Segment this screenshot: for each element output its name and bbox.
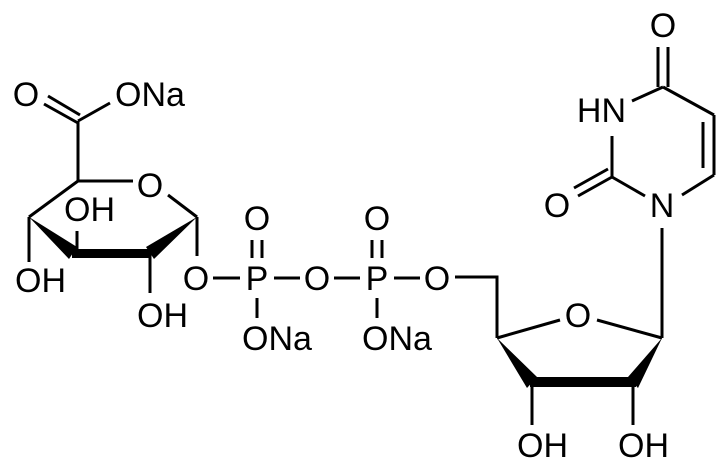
wedge-c4prime-c3prime <box>497 338 537 388</box>
atom-ester-o: O <box>424 260 450 298</box>
atom-pyranose-ring-o: O <box>137 167 163 205</box>
atom-oh-3prime: OH <box>517 427 568 465</box>
bond-n1-c2 <box>611 175 646 198</box>
atom-p1-oxo: O <box>244 200 270 238</box>
atom-ribose-ring-o: O <box>565 297 591 335</box>
atom-uracil-n1: N <box>650 187 675 225</box>
bond-c4prime-ring-o <box>496 318 561 340</box>
atom-glycosidic-o: O <box>183 260 209 298</box>
bold-c3-c2 <box>72 249 151 258</box>
bond-ring-o-c1prime <box>596 318 663 340</box>
bold-c3prime-c2prime <box>530 377 636 387</box>
atom-p1: P <box>246 260 269 298</box>
atom-oh-2prime: OH <box>618 427 669 465</box>
bond-c6-n1 <box>681 173 715 197</box>
bond-n3-c4 <box>631 85 664 103</box>
atom-uracil-o2: O <box>544 187 570 225</box>
atom-p2-ona: ONa <box>362 320 432 358</box>
bonds <box>27 47 716 425</box>
bond-c2-o-a <box>577 175 613 198</box>
bond-ring-o-c1 <box>167 193 198 219</box>
atom-uracil-o4: O <box>650 7 676 45</box>
atom-oh-c3: OH <box>64 191 115 229</box>
atom-uracil-n3h: HN <box>577 92 626 130</box>
atom-carboxyl-ona: ONa <box>115 76 185 114</box>
wedge-c2prime-c1prime <box>628 338 662 388</box>
bond-carboxyl-double-a <box>43 102 79 125</box>
atom-p2-oxo: O <box>364 200 390 238</box>
atom-labels: O ONa O OH OH OH O P O ONa O P O ONa O O… <box>13 7 676 465</box>
bond-c4-c5 <box>662 85 715 117</box>
bond-carboxyl-ona <box>77 101 111 123</box>
bond-c5-c4 <box>28 179 79 219</box>
bond-carboxyl-double-b <box>47 94 81 117</box>
atom-oh-c2: OH <box>137 297 188 335</box>
wedge-c2-c1 <box>146 217 197 259</box>
atom-p1-ona: ONa <box>242 320 312 358</box>
bond-c2-o-b <box>573 167 609 190</box>
wedge-c4-c3 <box>29 217 77 259</box>
atom-p2: P <box>366 260 389 298</box>
atom-bridge-o: O <box>304 260 330 298</box>
atom-carboxyl-o: O <box>13 76 39 114</box>
atom-oh-c4: OH <box>15 262 66 300</box>
bond-o-c5prime-c4prime <box>455 275 499 338</box>
